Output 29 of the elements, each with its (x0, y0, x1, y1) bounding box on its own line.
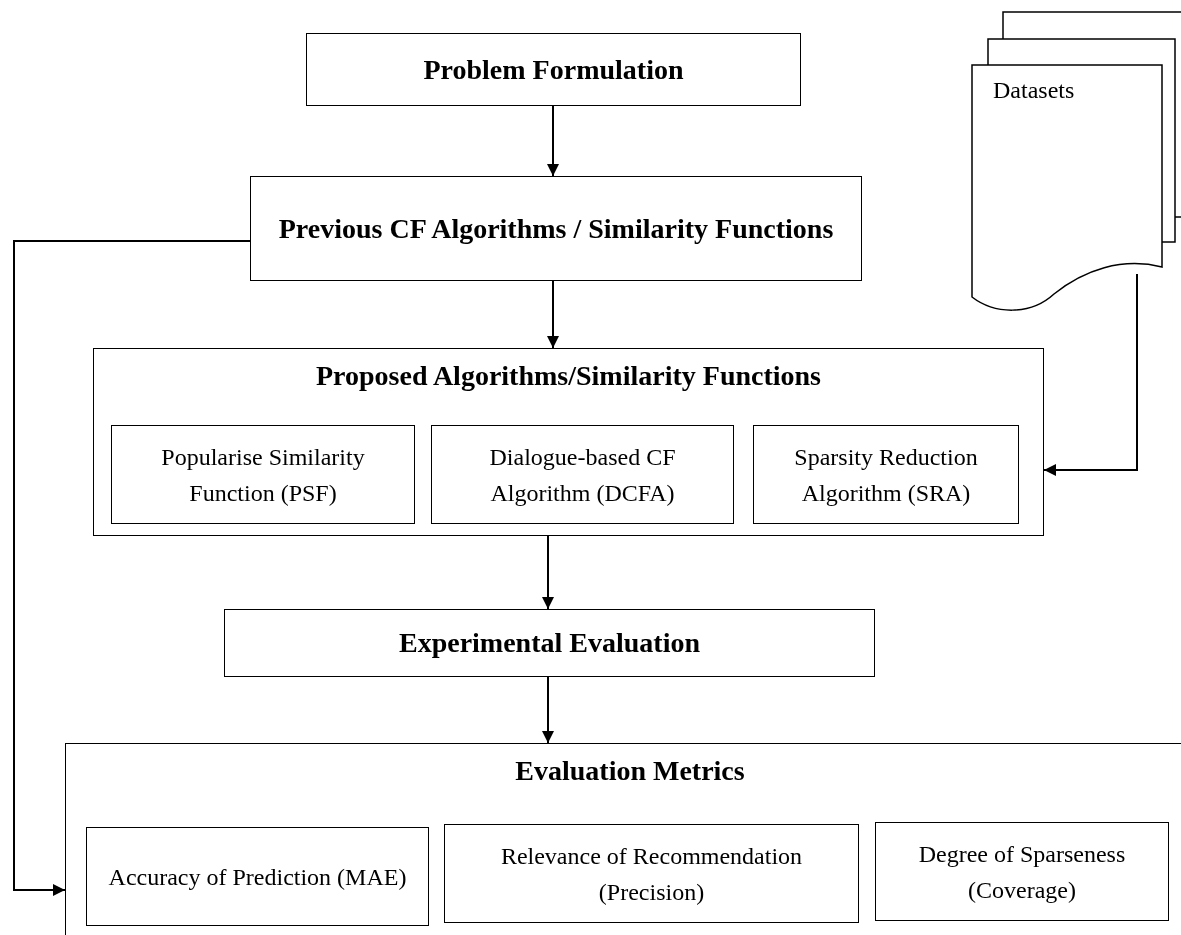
arrow (13, 240, 251, 896)
process-box (111, 425, 415, 524)
node-label: Datasets (993, 76, 1075, 105)
process-box (875, 822, 1169, 921)
process-box (250, 176, 862, 281)
node-label: Experimental Evaluation (398, 626, 701, 660)
arrow (547, 105, 559, 177)
node-label: Popularise Similarity Function (PSF) (160, 442, 366, 508)
process-box (224, 609, 875, 677)
group-heading: Proposed Algorithms/Similarity Functions (314, 359, 823, 393)
node-label: Accuracy of Prediction (MAE) (107, 862, 408, 892)
process-box (306, 33, 801, 106)
arrow (547, 280, 559, 349)
node-label: Relevance of Recommendation (Precision) (499, 841, 804, 907)
process-box (431, 425, 734, 524)
group-box (93, 348, 1044, 536)
node-label: Dialogue-based CF Algorithm (DCFA) (488, 442, 677, 508)
arrow (542, 535, 554, 610)
process-box (444, 824, 859, 923)
arrow (542, 676, 554, 744)
arrow (1043, 273, 1138, 476)
group-heading: Evaluation Metrics (514, 754, 746, 788)
node-label: Sparsity Reduction Algorithm (SRA) (793, 442, 979, 508)
process-box (753, 425, 1019, 524)
node-label: Degree of Sparseness (Coverage) (917, 839, 1127, 905)
node-label: Problem Formulation (422, 52, 685, 87)
node-label: Previous CF Algorithms / Similarity Functions (277, 211, 835, 246)
process-box (86, 827, 429, 926)
group-box (65, 743, 1181, 935)
